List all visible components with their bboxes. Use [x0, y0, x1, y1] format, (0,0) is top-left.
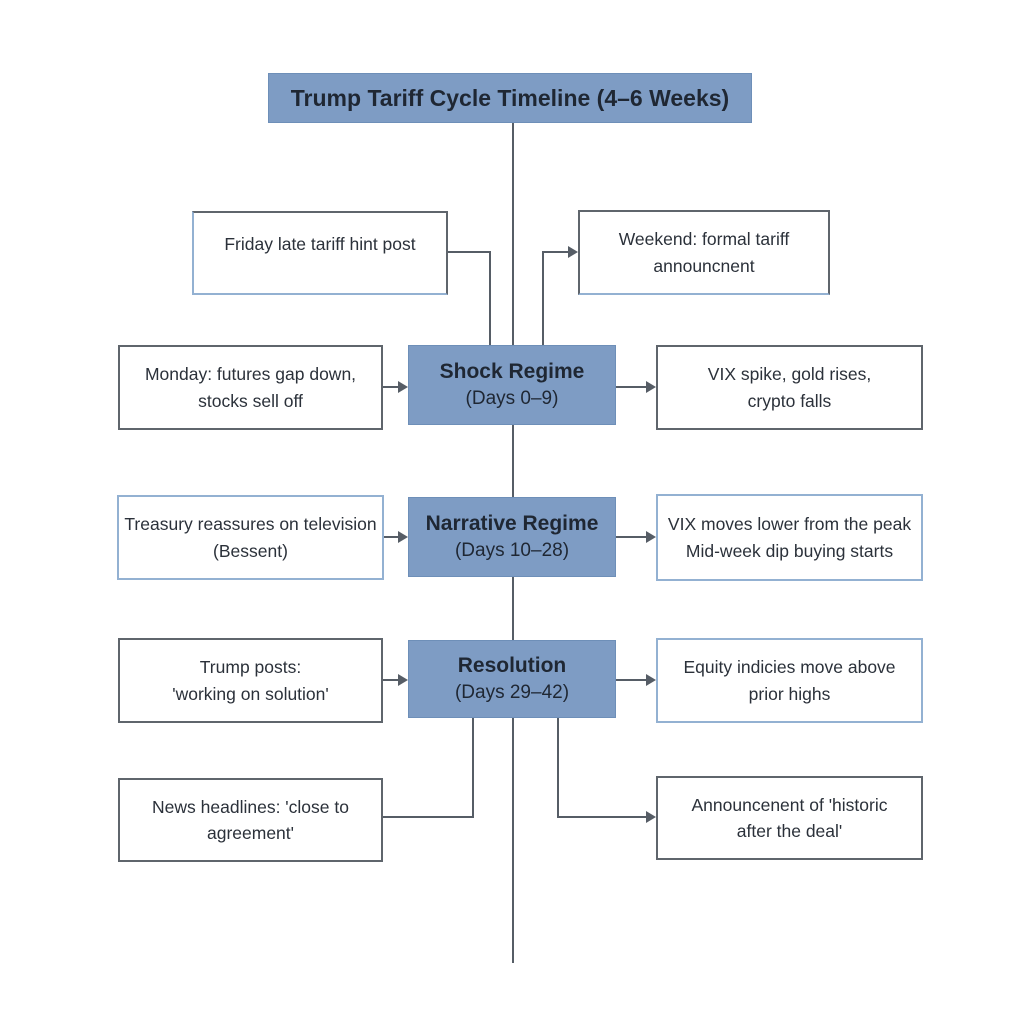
- event-text: VIX moves lower from the peak: [667, 514, 912, 535]
- diagram-title: Trump Tariff Cycle Timeline (4–6 Weeks): [268, 73, 752, 123]
- event-box-friday: Friday late tariff hint post: [192, 211, 448, 295]
- stage-box-shock: Shock Regime (Days 0–9): [408, 345, 616, 425]
- stage-name: Resolution: [457, 654, 567, 677]
- event-text: Trump posts:: [199, 657, 302, 678]
- event-box-trump-posts: Trump posts: 'working on solution': [118, 638, 383, 723]
- connector-resolution-to-equity: [616, 679, 647, 681]
- arrow-to-resolution: [398, 674, 408, 686]
- event-box-monday: Monday: futures gap down, stocks sell of…: [118, 345, 383, 430]
- event-text: Equity indicies move above: [683, 657, 896, 678]
- connector-resolution-to-news-v: [472, 718, 474, 818]
- connector-shock-to-weekend-v: [542, 251, 544, 345]
- stage-box-narrative: Narrative Regime (Days 10–28): [408, 497, 616, 577]
- stage-name: Narrative Regime: [425, 512, 599, 535]
- stage-box-resolution: Resolution (Days 29–42): [408, 640, 616, 718]
- connector-friday-to-shock-v: [489, 251, 491, 345]
- stage-days: (Days 0–9): [465, 388, 559, 410]
- event-box-equity: Equity indicies move above prior highs: [656, 638, 923, 723]
- event-box-announcement: Announcenent of 'historic after the deal…: [656, 776, 923, 860]
- event-text: 'working on solution': [172, 683, 329, 704]
- event-box-treasury: Treasury reassures on television (Bessen…: [117, 495, 384, 580]
- event-text: Announcenent of 'historic: [691, 794, 888, 815]
- event-text: crypto falls: [747, 390, 832, 411]
- arrow-to-vix-lower: [646, 531, 656, 543]
- arrow-to-vix-spike: [646, 381, 656, 393]
- event-text: Monday: futures gap down,: [144, 364, 357, 385]
- connector-trumpposts-to-resolution: [383, 679, 399, 681]
- connector-monday-to-shock: [383, 386, 399, 388]
- event-text: News headlines: 'close to: [152, 796, 349, 817]
- event-text: VIX spike, gold rises,: [707, 364, 872, 385]
- connector-shock-to-weekend-h: [542, 251, 569, 253]
- event-text: stocks sell off: [198, 390, 303, 411]
- stage-name: Shock Regime: [439, 360, 585, 383]
- event-box-weekend: Weekend: formal tariff announcnent: [578, 210, 830, 295]
- stage-days: (Days 29–42): [454, 682, 570, 704]
- event-text: (Bessent): [213, 540, 288, 561]
- event-box-vix-lower: VIX moves lower from the peak Mid-week d…: [656, 494, 923, 581]
- arrow-to-narrative: [398, 531, 408, 543]
- connector-friday-to-shock-h: [447, 251, 491, 253]
- event-text: Mid-week dip buying starts: [685, 540, 894, 561]
- stage-days: (Days 10–28): [454, 540, 570, 562]
- event-text: announcnent: [653, 255, 755, 276]
- event-text: Weekend: formal tariff: [618, 229, 790, 250]
- connector-resolution-to-announcement-v: [557, 718, 559, 818]
- event-box-news: News headlines: 'close to agreement': [118, 778, 383, 862]
- event-text: prior highs: [748, 683, 831, 704]
- event-text: after the deal': [736, 821, 843, 841]
- arrow-to-shock: [398, 381, 408, 393]
- event-text: Friday late tariff hint post: [224, 234, 416, 254]
- connector-resolution-to-announcement-h: [557, 816, 647, 818]
- arrow-to-weekend: [568, 246, 578, 258]
- event-text: agreement': [206, 823, 294, 843]
- event-text: Treasury reassures on television: [124, 514, 377, 535]
- connector-resolution-to-news-h: [383, 816, 474, 818]
- connector-treasury-to-narrative: [384, 536, 399, 538]
- connector-narrative-to-vixlower: [616, 536, 647, 538]
- arrow-to-equity: [646, 674, 656, 686]
- event-box-vix-spike: VIX spike, gold rises, crypto falls: [656, 345, 923, 430]
- arrow-to-announcement: [646, 811, 656, 823]
- connector-shock-to-vixspike: [616, 386, 647, 388]
